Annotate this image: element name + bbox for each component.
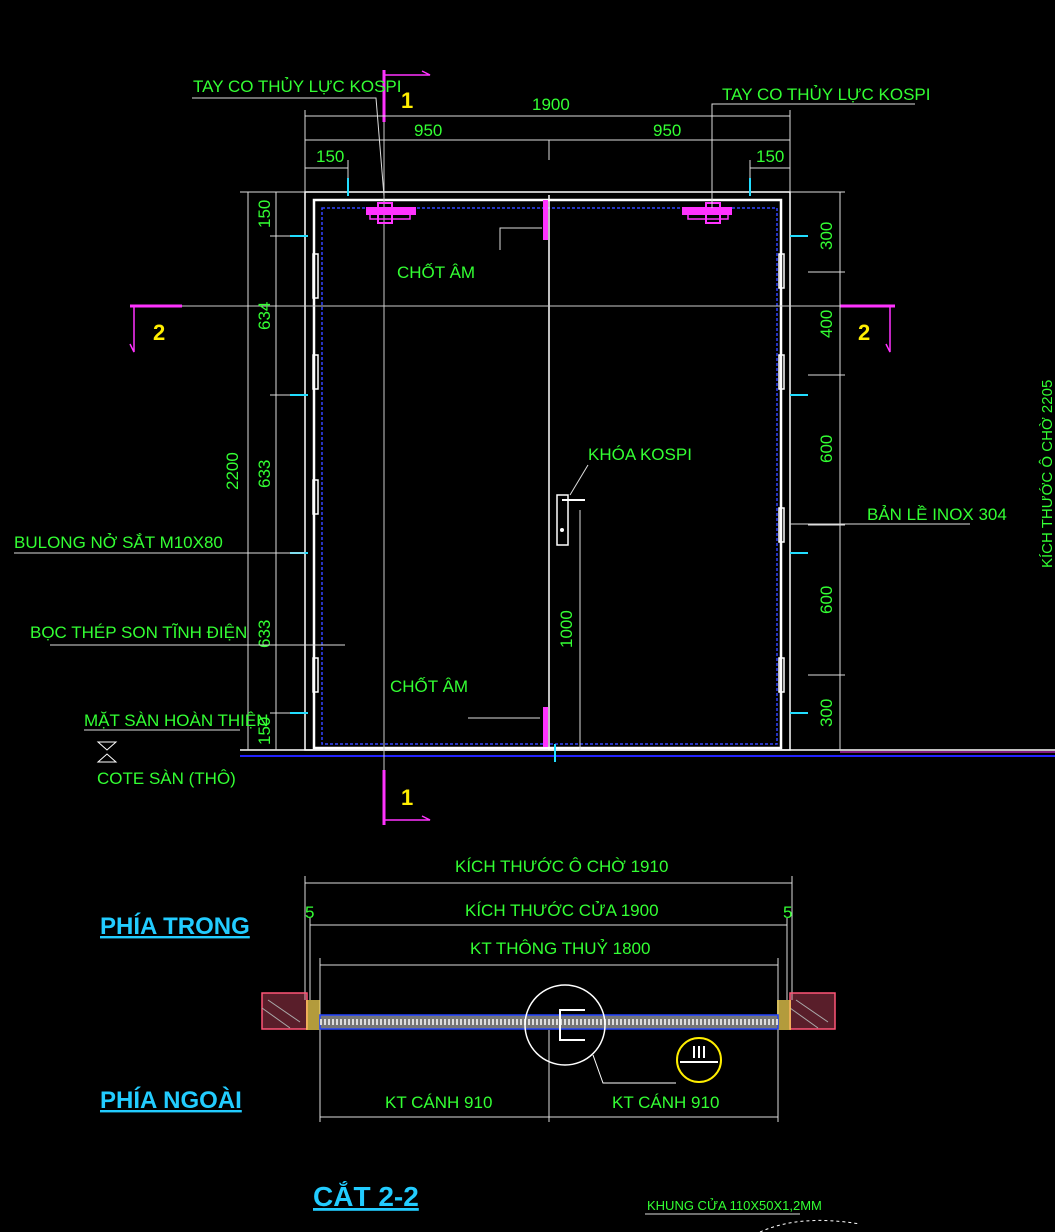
label-hinge: BẢN LỀ INOX 304: [867, 505, 1007, 524]
door-frame-outer: [304, 191, 791, 751]
frame-note-detail-arc: [759, 1219, 861, 1232]
marker-section-2-left: 2: [153, 320, 165, 345]
section-title: CẮT 2-2: [313, 1181, 419, 1212]
label-frame-note: KHUNG CỬA 110X50X1,2MM: [647, 1198, 822, 1213]
label-leaf-left: KT CÁNH 910: [385, 1093, 492, 1112]
section-2-left-arrow: [129, 306, 135, 353]
flush-bolt-bottom: [543, 707, 548, 747]
dim-right-3: 600: [817, 586, 836, 614]
dim-gap-right: 5: [783, 903, 792, 922]
dim-edge-right: 150: [756, 147, 784, 166]
dim-right-bottom: 300: [817, 699, 836, 727]
dim-left-top: 150: [255, 200, 274, 228]
label-leaf-right: KT CÁNH 910: [612, 1093, 719, 1112]
dim-left-bottom: 150: [255, 717, 274, 745]
label-clear-width: KT THÔNG THUỶ 1800: [470, 939, 650, 958]
marker-section-2-right: 2: [858, 320, 870, 345]
label-closer-right: TAY CO THỦY LỰC KOSPI: [722, 85, 931, 104]
dim-right-top: 300: [817, 222, 836, 250]
dim-handle-height: 1000: [557, 610, 576, 648]
label-bolt-top: CHỐT ÂM: [397, 262, 475, 282]
wall-right: [789, 992, 836, 1030]
dim-gap-left: 5: [305, 903, 314, 922]
detail-circle-lock: [524, 984, 606, 1066]
dim-left-3: 633: [255, 620, 274, 648]
label-opening-width: KÍCH THƯỚC Ô CHỜ 1910: [455, 857, 668, 876]
label-closer-left: TAY CO THỦY LỰC KOSPI: [193, 77, 402, 96]
door-closer-right: [682, 202, 732, 224]
label-outside: PHÍA NGOÀI: [100, 1086, 242, 1114]
dim-leaf-right: 950: [653, 121, 681, 140]
frame-end-right: [777, 1000, 791, 1030]
marker-section-1-top: 1: [401, 88, 413, 113]
detail-callout-symbol: [680, 1046, 718, 1063]
wall-left: [261, 992, 308, 1030]
section-1-bottom-arrow: [384, 815, 431, 821]
label-finished-floor: MẶT SÀN HOÀN THIỆN: [84, 711, 269, 730]
section-2-right-arrow: [885, 306, 891, 353]
label-opening-height: KÍCH THƯỚC Ô CHỜ 2205: [1039, 380, 1055, 568]
label-bolt-bottom: CHỐT ÂM: [390, 676, 468, 696]
dim-total-width: 1900: [532, 95, 570, 114]
leader-lines: [14, 97, 970, 731]
frame-marks-left: [312, 253, 319, 693]
label-inside: PHÍA TRONG: [100, 912, 250, 940]
dim-leaf-left: 950: [414, 121, 442, 140]
section-dimension-lines: [304, 876, 793, 1122]
flush-bolt-top: [543, 200, 548, 240]
dim-right-2: 600: [817, 435, 836, 463]
floor-level-symbol: [96, 741, 118, 751]
label-rough-floor: COTE SÀN (THÔ): [97, 769, 236, 788]
frame-end-left: [306, 1000, 320, 1030]
dim-left-1: 634: [255, 302, 274, 330]
detail-callout: [676, 1037, 722, 1083]
dim-left-2: 633: [255, 460, 274, 488]
label-door-width: KÍCH THƯỚC CỬA 1900: [465, 901, 659, 920]
marker-section-1-bottom: 1: [401, 785, 413, 810]
door-closer-left: [366, 202, 416, 224]
label-steel-cover: BỌC THÉP SON TĨNH ĐIỆN: [30, 623, 247, 642]
right-dimension-lines: [790, 191, 845, 750]
dim-right-1: 400: [817, 310, 836, 338]
label-lock: KHÓA KOSPI: [588, 445, 692, 464]
dim-height: 2200: [223, 452, 242, 490]
dim-edge-left: 150: [316, 147, 344, 166]
lock-detail-symbol: [559, 1009, 585, 1041]
rough-floor-symbol: [96, 753, 118, 763]
label-anchor-bolt: BULONG NỞ SẮT M10X80: [14, 533, 223, 552]
hinges-right: [778, 253, 785, 693]
lock-body: [556, 494, 585, 546]
top-dimension-lines: [304, 110, 791, 192]
section-1-top-arrow: [384, 70, 431, 76]
left-dimension-lines: [240, 191, 305, 750]
detail-leader: [592, 1054, 676, 1084]
